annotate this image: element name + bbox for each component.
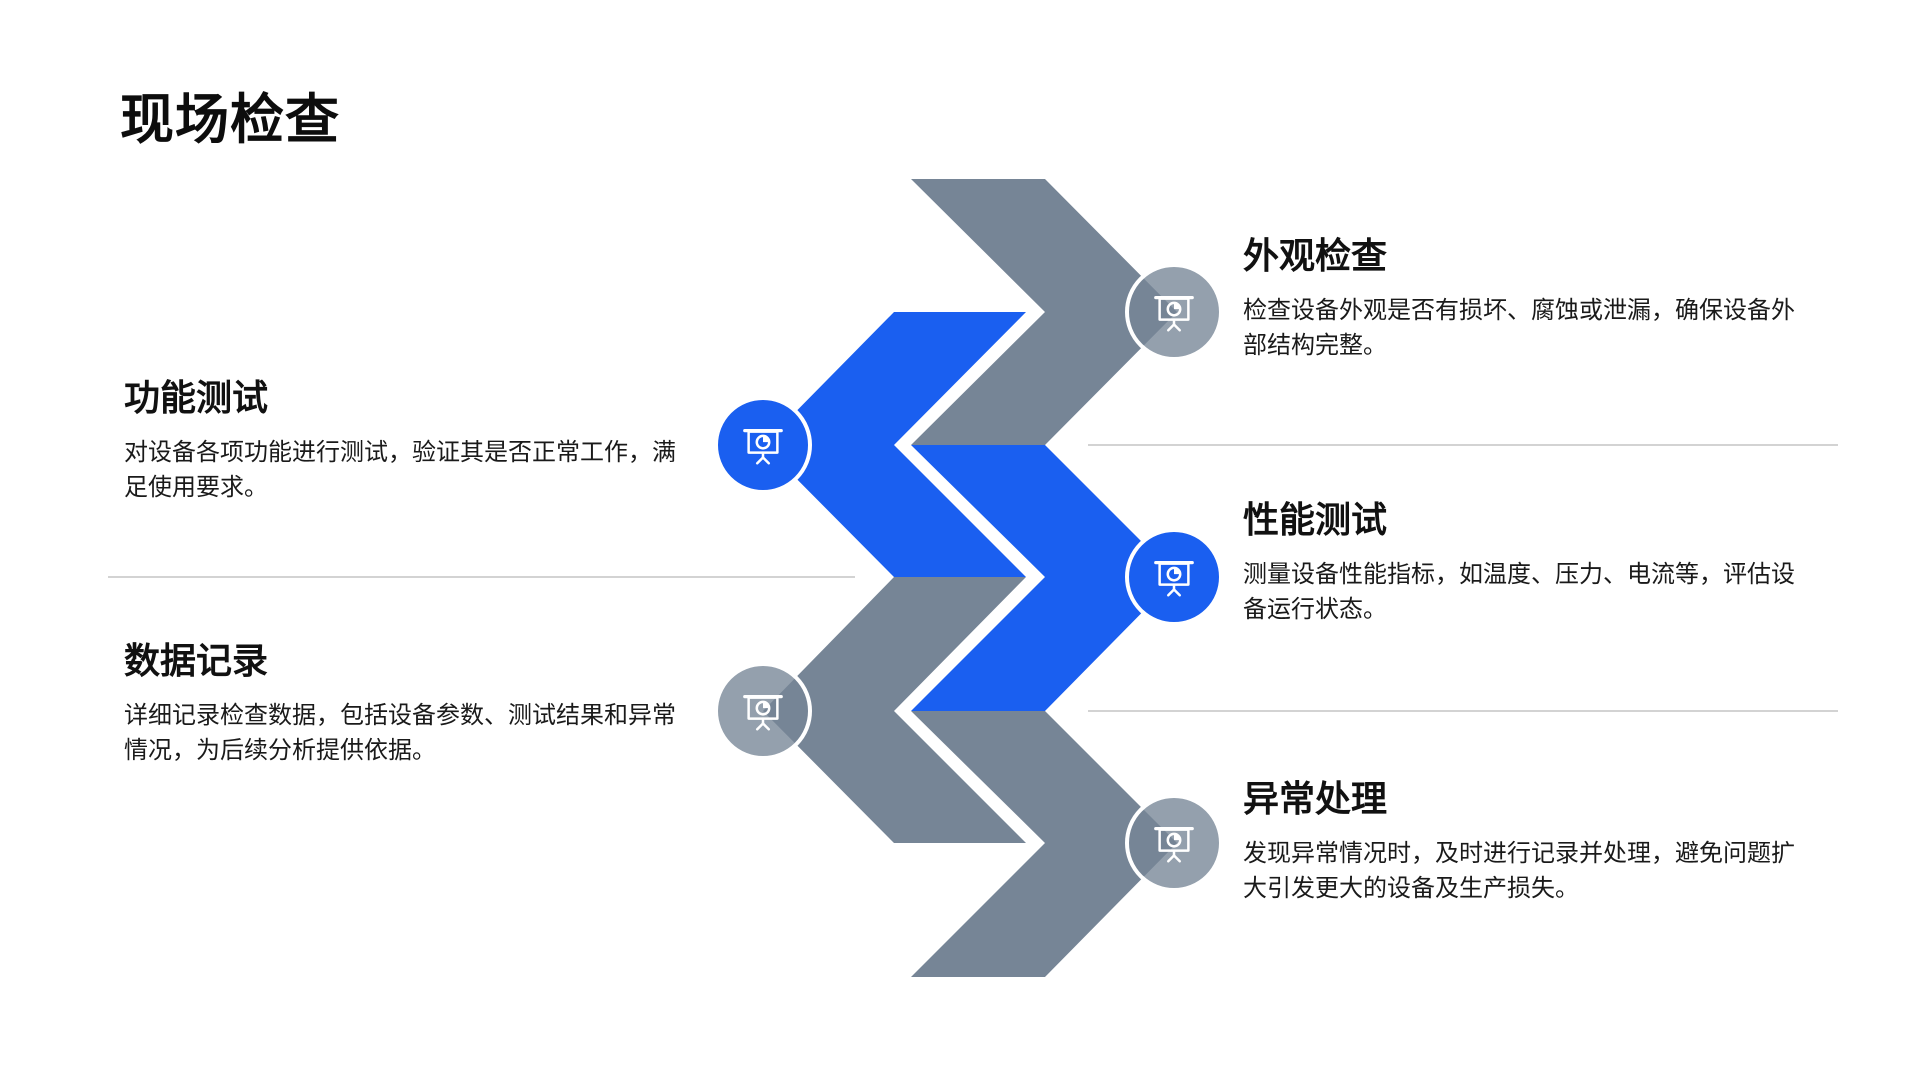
marker-circle-function bbox=[714, 396, 812, 494]
step-performance-test: 性能测试 测量设备性能指标，如温度、压力、电流等，评估设备运行状态。 bbox=[1243, 500, 1803, 627]
step-description: 对设备各项功能进行测试，验证其是否正常工作，满足使用要求。 bbox=[124, 438, 676, 501]
chevron-right-bottom bbox=[911, 711, 1177, 977]
step-title: 功能测试 bbox=[124, 377, 269, 418]
step-title: 外观检查 bbox=[1243, 235, 1388, 276]
marker-circle-appearance bbox=[1125, 263, 1223, 361]
step-title: 数据记录 bbox=[124, 640, 269, 681]
divider-right-lower bbox=[1088, 710, 1838, 712]
chevron-right-middle bbox=[911, 445, 1177, 711]
step-description: 检查设备外观是否有损坏、腐蚀或泄漏，确保设备外部结构完整。 bbox=[1243, 296, 1795, 359]
chevron-left-upper bbox=[763, 312, 1026, 577]
step-data-recording: 数据记录 详细记录检查数据，包括设备参数、测试结果和异常情况，为后续分析提供依据… bbox=[124, 641, 684, 768]
step-description: 详细记录检查数据，包括设备参数、测试结果和异常情况，为后续分析提供依据。 bbox=[124, 701, 676, 764]
chevron-left-lower bbox=[763, 577, 1026, 843]
step-description: 测量设备性能指标，如温度、压力、电流等，评估设备运行状态。 bbox=[1243, 560, 1795, 623]
step-function-test: 功能测试 对设备各项功能进行测试，验证其是否正常工作，满足使用要求。 bbox=[124, 378, 684, 505]
step-title: 异常处理 bbox=[1243, 778, 1388, 819]
step-appearance-check: 外观检查 检查设备外观是否有损坏、腐蚀或泄漏，确保设备外部结构完整。 bbox=[1243, 236, 1803, 363]
divider-left bbox=[108, 576, 855, 578]
marker-circle-performance bbox=[1125, 528, 1223, 626]
step-exception-handling: 异常处理 发现异常情况时，及时进行记录并处理，避免问题扩大引发更大的设备及生产损… bbox=[1243, 779, 1803, 906]
marker-circle-exception bbox=[1125, 794, 1223, 892]
step-description: 发现异常情况时，及时进行记录并处理，避免问题扩大引发更大的设备及生产损失。 bbox=[1243, 839, 1795, 902]
step-title: 性能测试 bbox=[1243, 499, 1388, 540]
chevron-right-top bbox=[911, 179, 1177, 445]
marker-circle-data bbox=[714, 662, 812, 760]
page-title: 现场检查 bbox=[120, 90, 340, 150]
divider-right-upper bbox=[1088, 444, 1838, 446]
